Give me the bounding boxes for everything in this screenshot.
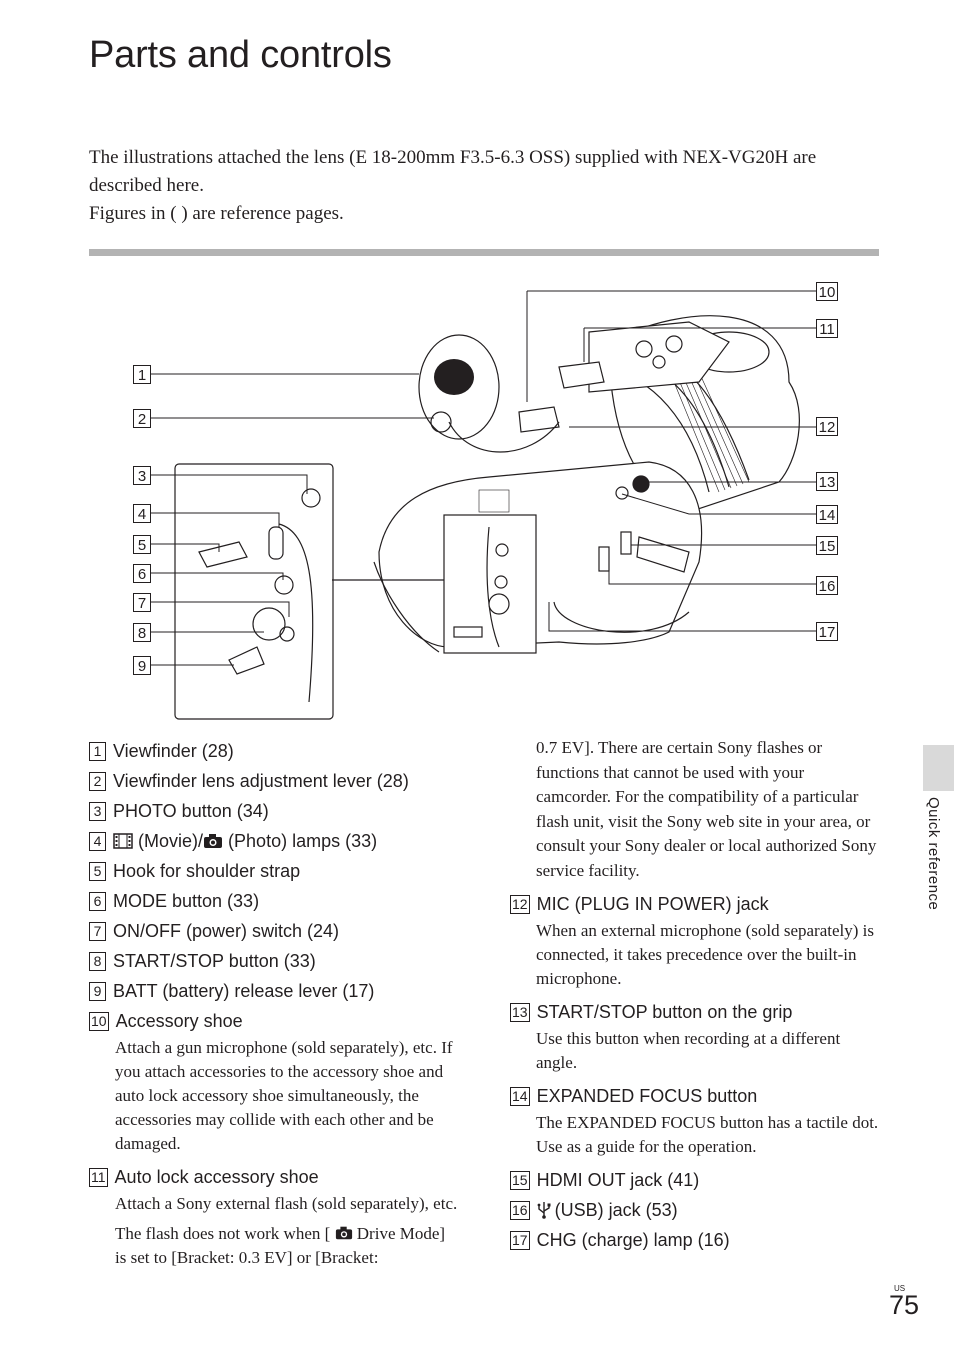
list-item: 7 ON/OFF (power) switch (24) (89, 916, 459, 946)
page-region: US (894, 1284, 906, 1293)
item-number: 6 (89, 891, 106, 911)
callout-4: 4 (133, 504, 151, 523)
list-item: 15 HDMI OUT jack (41) (510, 1165, 880, 1195)
list-item: 4 (Movie)/ (Photo) lamps (33) (89, 826, 459, 856)
item-label: CHG (charge) lamp (16) (536, 1229, 730, 1250)
item-number: 14 (510, 1086, 530, 1106)
list-item: 11 Auto lock accessory shoe Attach a Son… (89, 1162, 459, 1270)
item-number: 11 (89, 1167, 108, 1187)
list-item: 3 PHOTO button (34) (89, 796, 459, 826)
item-label: PHOTO button (34) (113, 800, 269, 821)
camera-icon (204, 833, 223, 848)
callout-10: 10 (816, 282, 838, 301)
item-number: 8 (89, 951, 106, 971)
item-number: 16 (510, 1200, 530, 1220)
item-description: Attach a gun microphone (sold separately… (115, 1038, 453, 1153)
item-number: 12 (510, 894, 530, 914)
item-label: (USB) jack (53) (554, 1199, 678, 1220)
reference-note: Figures in ( ) are reference pages. (89, 203, 344, 224)
item-label: (Movie)/ (Photo) lamps (33) (113, 831, 377, 852)
item-label: START/STOP button (33) (113, 950, 316, 971)
page-title: Parts and controls (89, 34, 392, 76)
item-label-part: (Movie)/ (138, 830, 204, 851)
list-item: 8 START/STOP button (33) (89, 946, 459, 976)
callout-9: 9 (133, 656, 151, 675)
intro-text: The illustrations attached the lens (E 1… (89, 144, 879, 228)
list-item: 5 Hook for shoulder strap (89, 856, 459, 886)
item-number: 9 (89, 981, 106, 1001)
section-tab-label: Quick reference (925, 797, 942, 911)
callout-1: 1 (133, 365, 151, 384)
item-label: Accessory shoe (115, 1010, 243, 1031)
list-item: 14 EXPANDED FOCUS button The EXPANDED FO… (510, 1081, 880, 1159)
callout-17: 17 (816, 622, 838, 641)
parts-list-right: 0.7 EV]. There are certain Sony flashes … (510, 736, 880, 1255)
list-item: 1 Viewfinder (28) (89, 736, 459, 766)
item-label: Viewfinder lens adjustment lever (28) (113, 770, 409, 791)
item-number: 7 (89, 921, 106, 941)
camcorder-diagram: 1 2 3 4 5 6 7 8 9 10 11 12 13 14 15 16 1… (89, 262, 879, 732)
item-label: START/STOP button on the grip (536, 1001, 793, 1022)
callout-11: 11 (816, 319, 838, 338)
list-item: 10 Accessory shoe Attach a gun microphon… (89, 1006, 459, 1156)
list-item: 12 MIC (PLUG IN POWER) jack When an exte… (510, 889, 880, 991)
item-number: 5 (89, 861, 106, 881)
callout-3: 3 (133, 466, 151, 485)
page-number: 75 (889, 1290, 920, 1320)
item-number: 13 (510, 1002, 530, 1022)
camcorder-illustration (149, 290, 816, 720)
item-description-note: The flash does not work when [ Drive Mod… (89, 1222, 459, 1270)
usb-icon (537, 1202, 551, 1219)
callout-15: 15 (816, 536, 838, 555)
item-label-part: (Photo) lamps (33) (228, 830, 378, 851)
list-item: 6 MODE button (33) (89, 886, 459, 916)
item-description: The EXPANDED FOCUS button has a tactile … (536, 1113, 879, 1156)
item-description: Use this button when recording at a diff… (536, 1029, 841, 1072)
intro-paragraph: The illustrations attached the lens (E 1… (89, 147, 817, 196)
item-label: BATT (battery) release lever (17) (113, 980, 375, 1001)
item-description: When an external microphone (sold separa… (536, 921, 874, 988)
list-item: 2 Viewfinder lens adjustment lever (28) (89, 766, 459, 796)
callout-8: 8 (133, 623, 151, 642)
continued-text: 0.7 EV]. There are certain Sony flashes … (536, 738, 877, 880)
item-number: 10 (89, 1011, 109, 1031)
item-number: 1 (89, 741, 106, 761)
item-number: 3 (89, 801, 106, 821)
callout-14: 14 (816, 505, 838, 524)
callout-5: 5 (133, 535, 151, 554)
item-number: 2 (89, 771, 106, 791)
note-part: Drive Mode] is set to [Bracket: 0.3 EV] … (115, 1224, 446, 1267)
item-label: HDMI OUT jack (41) (536, 1169, 700, 1190)
list-item: 17 CHG (charge) lamp (16) (510, 1225, 880, 1255)
item-label: Auto lock accessory shoe (114, 1166, 319, 1187)
section-tab (923, 745, 954, 791)
callout-13: 13 (816, 472, 838, 491)
parts-list-left: 1 Viewfinder (28) 2 Viewfinder lens adju… (89, 736, 459, 1276)
item-label: Hook for shoulder strap (113, 860, 301, 881)
item-description: Attach a Sony external flash (sold separ… (115, 1194, 458, 1213)
item-label: MODE button (33) (113, 890, 260, 911)
note-part: The flash does not work when [ (115, 1224, 331, 1243)
item-label: Viewfinder (28) (113, 740, 234, 761)
item-label: EXPANDED FOCUS button (536, 1085, 758, 1106)
list-item: 13 START/STOP button on the grip Use thi… (510, 997, 880, 1075)
item-label: MIC (PLUG IN POWER) jack (536, 893, 769, 914)
callout-12: 12 (816, 417, 838, 436)
list-item: 16 (USB) jack (53) (510, 1195, 880, 1225)
callout-16: 16 (816, 576, 838, 595)
item-number: 17 (510, 1230, 530, 1250)
callout-7: 7 (133, 593, 151, 612)
list-item: 9 BATT (battery) release lever (17) (89, 976, 459, 1006)
item-number: 15 (510, 1170, 530, 1190)
movie-icon (113, 832, 133, 849)
camera-icon (335, 1226, 352, 1240)
callout-2: 2 (133, 409, 151, 428)
item-number: 4 (89, 831, 106, 851)
callout-6: 6 (133, 564, 151, 583)
item-label: ON/OFF (power) switch (24) (113, 920, 340, 941)
section-divider (89, 249, 879, 256)
